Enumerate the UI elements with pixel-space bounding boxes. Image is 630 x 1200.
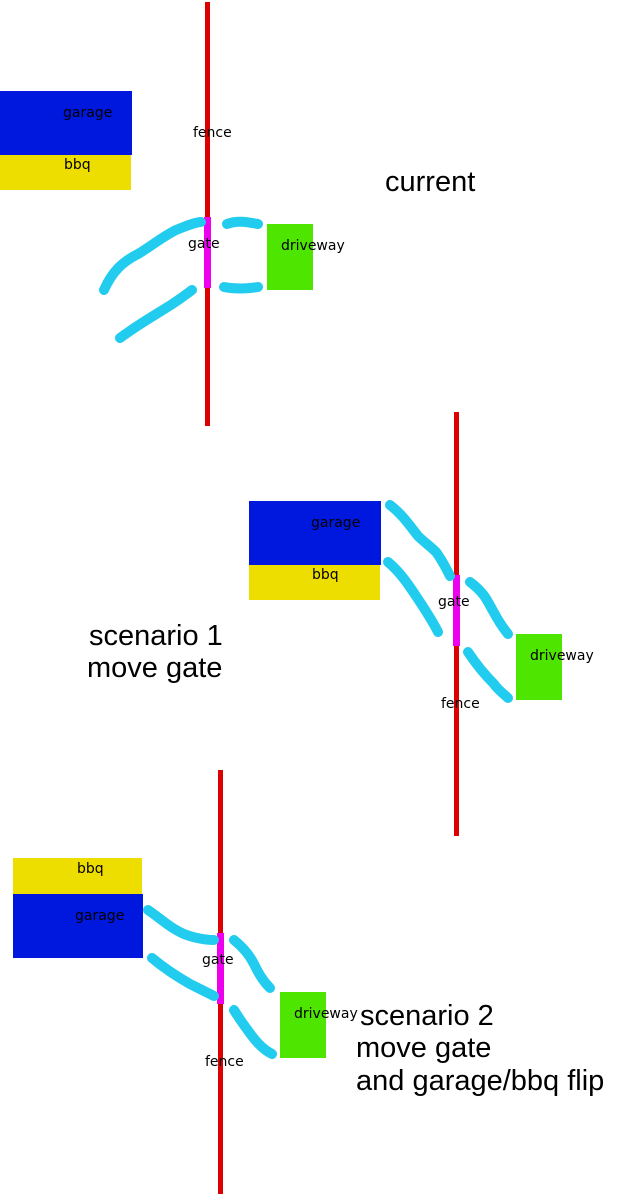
scenario1-garage: [249, 501, 381, 565]
scenario2-title-line1: scenario 2: [360, 1000, 494, 1032]
scenario1-path-upper-right: [465, 577, 513, 639]
scenario2-path-upper-right: [229, 935, 275, 993]
scenario1-path-lower-right: [463, 647, 513, 703]
current-title: current: [385, 166, 476, 198]
scenario1-title-line2: move gate: [87, 652, 223, 685]
current-driveway-label: driveway: [281, 238, 345, 254]
scenario1-gate-label: gate: [438, 594, 470, 610]
scenario2-path-upper-left: [143, 905, 219, 945]
scenario1-garage-label: garage: [311, 515, 361, 531]
current-path-upper-left: [99, 217, 206, 295]
scenario1-title-line1: scenario 1: [89, 620, 223, 652]
scenario1-bbq: [249, 565, 380, 600]
scenario2-bbq: [13, 858, 142, 894]
scenario2-gate: [217, 933, 224, 1004]
scenario2-bbq-label: bbq: [77, 861, 104, 877]
current-path-lower-left: [115, 285, 197, 343]
scenario2-garage: [13, 894, 143, 958]
current-gate-label: gate: [188, 236, 220, 252]
scenario2-fence-label: fence: [205, 1054, 244, 1070]
scenario1-bbq-label: bbq: [312, 567, 339, 583]
scenario2-title: scenario 2 move gate and garage/bbq flip: [356, 1000, 604, 1097]
current-fence: [205, 2, 210, 426]
current-path-lower-right: [219, 282, 263, 294]
current-garage: [0, 91, 132, 155]
scenario2-title-line3: and garage/bbq flip: [356, 1064, 605, 1097]
scenario2-garage-label: garage: [75, 908, 125, 924]
current-bbq: [0, 155, 131, 190]
scenario2-path-lower-right: [229, 1005, 277, 1059]
scenario2-path-lower-left: [147, 953, 219, 1001]
scenario1-driveway-label: driveway: [530, 648, 594, 664]
current-path-upper-right: [222, 216, 263, 229]
current-driveway: [267, 224, 313, 290]
current-fence-label: fence: [193, 125, 232, 141]
scenario2-gate-label: gate: [202, 952, 234, 968]
scenario1-driveway: [516, 634, 562, 700]
scenario2-title-line2: move gate: [356, 1032, 492, 1065]
scenario1-fence-label: fence: [441, 696, 480, 712]
scenario2-driveway: [280, 992, 326, 1058]
scenario1-path-lower-left: [383, 557, 443, 637]
scenario1-gate: [453, 575, 460, 646]
scenario2-driveway-label: driveway: [294, 1006, 358, 1022]
scenario1-path-upper-left: [385, 500, 455, 581]
scenario1-title: scenario 1 move gate: [87, 620, 223, 685]
current-garage-label: garage: [63, 105, 113, 121]
current-bbq-label: bbq: [64, 157, 91, 173]
current-gate: [204, 217, 211, 288]
